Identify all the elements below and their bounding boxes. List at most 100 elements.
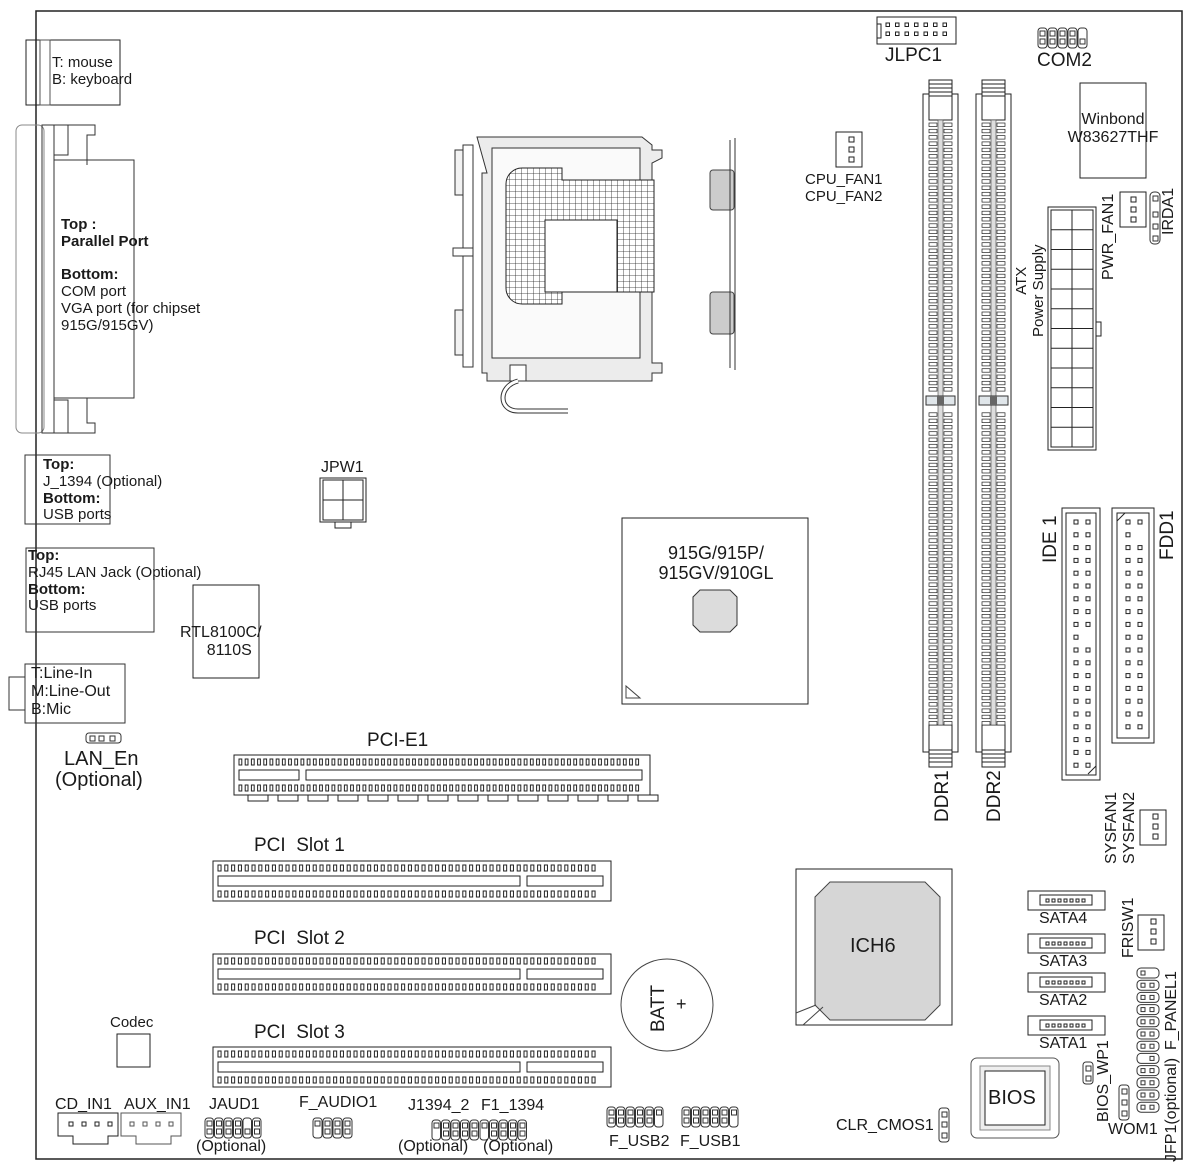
ddr2-slot[interactable] bbox=[975, 79, 1012, 768]
contact bbox=[943, 160, 953, 165]
contact bbox=[996, 626, 1006, 631]
contact bbox=[489, 1050, 494, 1058]
contact bbox=[217, 1050, 222, 1058]
pin-frame bbox=[606, 1106, 616, 1128]
pin bbox=[885, 22, 890, 27]
contact bbox=[981, 708, 991, 713]
contact bbox=[430, 758, 435, 766]
contact bbox=[564, 890, 569, 898]
pin bbox=[1085, 685, 1091, 691]
cd-in-connector[interactable] bbox=[57, 1112, 119, 1145]
irda-header[interactable] bbox=[1149, 191, 1161, 245]
contact bbox=[550, 864, 555, 872]
pin bbox=[1140, 1019, 1146, 1025]
sata-connector-3[interactable] bbox=[1027, 933, 1106, 954]
pin-frame bbox=[332, 1117, 343, 1139]
contact bbox=[996, 330, 1006, 335]
contact bbox=[996, 601, 1006, 606]
contact bbox=[517, 784, 522, 792]
contact bbox=[928, 128, 938, 134]
contact bbox=[435, 1076, 440, 1084]
contact bbox=[996, 708, 1006, 713]
com2-header[interactable] bbox=[1037, 27, 1088, 49]
pin bbox=[712, 1109, 718, 1116]
bios-wp-jumper[interactable] bbox=[1082, 1061, 1094, 1085]
contact bbox=[275, 758, 280, 766]
wom-header[interactable] bbox=[1118, 1084, 1130, 1121]
contact bbox=[441, 890, 446, 898]
pcie-x16-slot[interactable] bbox=[233, 754, 659, 802]
f1-1394-note: (Optional) bbox=[483, 1138, 554, 1155]
contact bbox=[435, 1050, 440, 1058]
contact bbox=[237, 983, 242, 991]
contact bbox=[928, 336, 938, 342]
contact bbox=[943, 620, 953, 625]
pin bbox=[1085, 621, 1091, 627]
contact bbox=[244, 957, 249, 965]
contact bbox=[401, 957, 406, 965]
contact bbox=[554, 784, 559, 792]
sata-connector-1[interactable] bbox=[1027, 1015, 1106, 1036]
contact bbox=[928, 343, 938, 348]
contact bbox=[584, 890, 589, 898]
pin bbox=[1073, 698, 1079, 704]
f1-1394-label: F1_1394 bbox=[481, 1097, 545, 1114]
pci-slot-2[interactable] bbox=[212, 953, 612, 995]
com2-label: COM2 bbox=[1037, 50, 1092, 71]
f-usb1-header[interactable] bbox=[681, 1106, 739, 1128]
contact bbox=[981, 595, 991, 600]
pci-slot-1[interactable] bbox=[212, 860, 612, 902]
contact bbox=[996, 500, 1006, 505]
pin-frame bbox=[508, 1119, 518, 1141]
contact bbox=[217, 1076, 222, 1084]
contact bbox=[258, 1050, 263, 1058]
ddr1-slot[interactable] bbox=[922, 79, 959, 768]
lan-en-jumper[interactable] bbox=[85, 732, 122, 744]
contact bbox=[943, 273, 953, 279]
fdd1-connector[interactable] bbox=[1111, 507, 1155, 744]
atx-power-connector[interactable] bbox=[1047, 206, 1102, 451]
contact bbox=[516, 957, 521, 965]
cpu-fan-header[interactable] bbox=[835, 131, 863, 168]
contact bbox=[981, 330, 991, 335]
contact bbox=[509, 983, 514, 991]
pwr-fan-header[interactable] bbox=[1119, 191, 1147, 228]
jaud1-header[interactable] bbox=[204, 1117, 262, 1139]
jlpc1-header[interactable] bbox=[876, 16, 957, 45]
contact bbox=[573, 784, 578, 792]
clr-cmos-jumper[interactable] bbox=[938, 1107, 950, 1143]
pin bbox=[1085, 557, 1091, 563]
ide1-connector[interactable] bbox=[1061, 507, 1101, 781]
pin bbox=[254, 1120, 260, 1127]
sata-connector-2[interactable] bbox=[1027, 972, 1106, 993]
contact bbox=[943, 349, 953, 354]
contact bbox=[288, 758, 292, 766]
aux-in-connector[interactable] bbox=[120, 1112, 182, 1145]
contact bbox=[237, 957, 242, 965]
contact bbox=[353, 983, 358, 991]
contact bbox=[996, 412, 1006, 417]
pin bbox=[1140, 1007, 1146, 1013]
contact bbox=[224, 983, 229, 991]
sata-frame bbox=[1027, 1015, 1106, 1036]
sata-connector-4[interactable] bbox=[1027, 890, 1106, 911]
front-panel-header[interactable] bbox=[1136, 967, 1160, 1113]
contact bbox=[414, 864, 419, 872]
pin-frame bbox=[1047, 27, 1058, 49]
contact bbox=[360, 1076, 365, 1084]
sysfan-header[interactable] bbox=[1139, 809, 1167, 846]
f-audio1-header[interactable] bbox=[312, 1117, 353, 1139]
contact bbox=[981, 664, 991, 669]
f1-1394-header[interactable] bbox=[479, 1119, 527, 1141]
pci-slot-3[interactable] bbox=[212, 1046, 612, 1088]
f-usb2-header[interactable] bbox=[606, 1106, 664, 1128]
j1394-2-header[interactable] bbox=[431, 1119, 479, 1141]
contact bbox=[435, 983, 440, 991]
contact bbox=[996, 305, 1006, 310]
contact bbox=[996, 324, 1006, 329]
frisw-header[interactable] bbox=[1137, 914, 1165, 951]
contact bbox=[462, 983, 467, 991]
pin bbox=[1125, 685, 1131, 691]
contact bbox=[571, 983, 576, 991]
jpw1-connector[interactable] bbox=[319, 477, 367, 529]
